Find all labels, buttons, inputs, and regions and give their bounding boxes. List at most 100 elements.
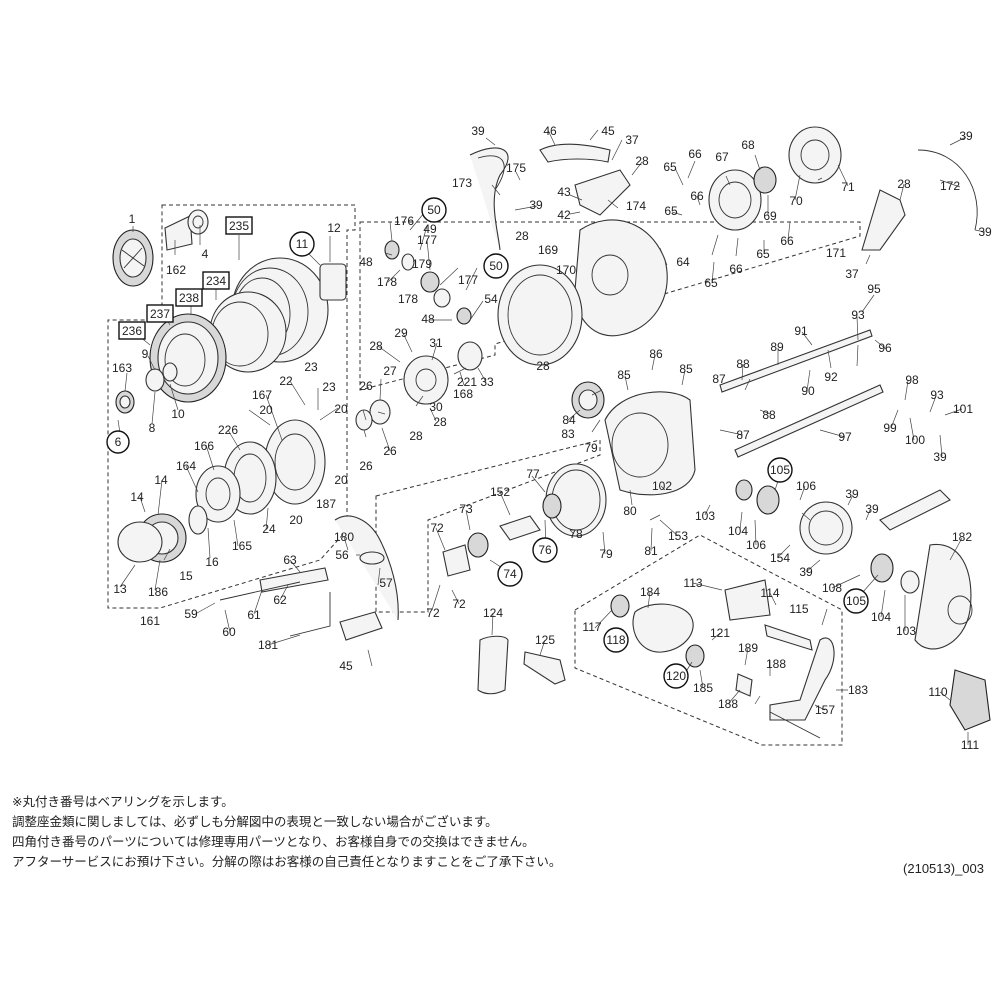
part-label: 8 (149, 421, 156, 435)
part-label: 62 (273, 593, 287, 607)
part-label: 66 (780, 234, 794, 248)
part-label: 188 (718, 697, 738, 711)
part-label: 179 (412, 257, 432, 271)
body-group-outline (375, 439, 601, 613)
part-label: 24 (262, 522, 276, 536)
rotor-group-outline (359, 221, 861, 391)
part-label: 50 (489, 259, 503, 273)
part-label: 87 (736, 428, 750, 442)
part-label: 65 (663, 160, 677, 174)
repair-only-marker (202, 271, 230, 290)
spool-collar-part (117, 505, 208, 563)
part-label: 28 (536, 359, 550, 373)
oscillation-gear-part (499, 463, 607, 541)
part-label: 57 (379, 576, 393, 590)
part-label: 93 (930, 388, 944, 402)
bearing-marker (663, 663, 689, 689)
part-label: 72 (426, 606, 440, 620)
part-label: 96 (878, 341, 892, 355)
part-number-labels: 1 4 162 12 11 235 234 238 237 236 163 9 … (106, 124, 992, 752)
part-label: 125 (535, 633, 555, 647)
part-label: 43 (557, 185, 571, 199)
part-label: 89 (770, 340, 784, 354)
part-label: 30 (429, 400, 443, 414)
part-label: 68 (741, 138, 755, 152)
part-label: 95 (867, 282, 881, 296)
spool-drag-knob-part (112, 229, 154, 287)
handle-parts (610, 579, 835, 739)
part-label: 60 (222, 625, 236, 639)
bail-arm-right-part (861, 149, 978, 251)
part-label: 20 (334, 402, 348, 416)
part-label: 10 (171, 407, 185, 421)
part-label: 181 (258, 638, 278, 652)
part-label: 20 (289, 513, 303, 527)
drag-gear-part (195, 419, 326, 523)
part-label: 39 (529, 198, 543, 212)
part-label: 12 (327, 221, 341, 235)
part-label: 69 (763, 209, 777, 223)
part-label: 88 (762, 408, 776, 422)
part-label: 20 (334, 473, 348, 487)
part-label: 54 (484, 292, 498, 306)
part-label: 173 (452, 176, 472, 190)
bearing-marker (106, 430, 130, 454)
part-label: 29 (394, 326, 408, 340)
repair-only-marker (118, 321, 146, 340)
part-label: 11 (296, 237, 309, 251)
part-label: 104 (728, 524, 748, 538)
part-label: 26 (359, 459, 373, 473)
part-label: 189 (738, 641, 758, 655)
part-label: 102 (652, 479, 672, 493)
part-label: 85 (679, 362, 693, 376)
part-label: 235 (229, 219, 249, 233)
bearing-marker (767, 457, 793, 483)
part-label: 71 (841, 180, 855, 194)
part-label: 45 (601, 124, 615, 138)
part-label: 92 (824, 370, 838, 384)
part-label: 115 (789, 602, 808, 616)
part-label: 221 (457, 375, 477, 389)
bearing-marker (603, 627, 629, 653)
part-label: 28 (409, 429, 423, 443)
part-label: 78 (569, 527, 583, 541)
spool-small-bearing-parts (115, 362, 178, 414)
part-label: 76 (538, 543, 552, 557)
part-label: 111 (961, 738, 980, 752)
drag-washer-part (164, 209, 209, 251)
body-cover-part (879, 489, 973, 650)
part-label: 79 (584, 441, 598, 455)
part-label: 104 (871, 610, 891, 624)
part-label: 237 (150, 307, 170, 321)
note-after-service: アフターサービスにお預け下さい。分解の際はお客様の自己責任となりますことをご了承… (12, 854, 562, 869)
part-label: 187 (316, 497, 336, 511)
part-label: 66 (729, 262, 743, 276)
line-roller-body-part (708, 126, 842, 231)
part-label: 93 (851, 308, 865, 322)
part-label: 165 (232, 539, 252, 553)
part-label: 26 (383, 444, 397, 458)
bearing-marker (289, 231, 315, 257)
part-label: 48 (359, 255, 373, 269)
part-label: 64 (676, 255, 690, 269)
drive-gear-part (735, 479, 920, 594)
part-label: 4 (202, 247, 209, 261)
part-label: 97 (838, 430, 852, 444)
part-label: 157 (815, 703, 835, 717)
part-label: 178 (377, 275, 397, 289)
part-label: 39 (471, 124, 485, 138)
bearing-marker (497, 561, 523, 587)
part-label: 13 (113, 582, 127, 596)
bearing-marker (532, 537, 558, 563)
part-label: 6 (115, 435, 122, 449)
part-label: 39 (865, 502, 879, 516)
repair-only-marker (146, 304, 174, 323)
part-label: 39 (959, 129, 973, 143)
part-label: 185 (693, 681, 713, 695)
part-label: 168 (453, 387, 473, 401)
part-label: 170 (556, 263, 576, 277)
part-label: 39 (978, 225, 992, 239)
part-label: 65 (704, 276, 718, 290)
part-label: 14 (154, 473, 168, 487)
bail-arm-part (574, 169, 631, 216)
